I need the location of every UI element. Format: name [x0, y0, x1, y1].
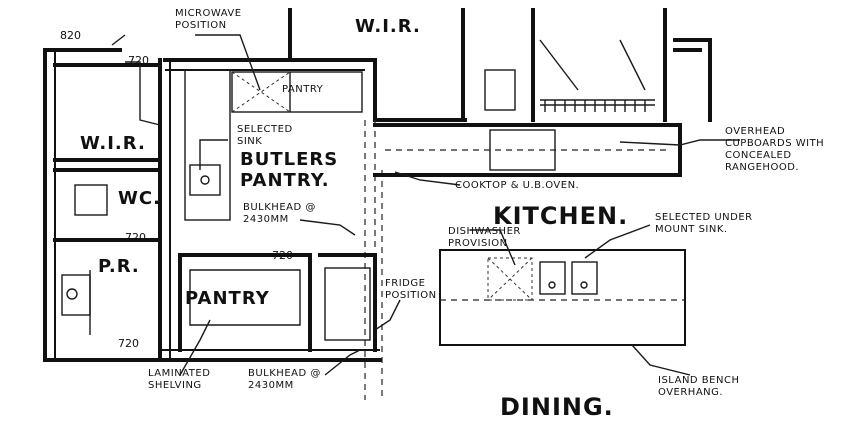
wc-label: WC.	[118, 188, 161, 209]
island-bench-label: ISLAND BENCH OVERHANG.	[658, 375, 740, 398]
dim-720-pantry: 720	[272, 249, 293, 262]
overhead-cupboards-label: OVERHEAD CUPBOARDS WITH CONCEALED RANGEH…	[725, 126, 825, 173]
pantry-label: PANTRY	[185, 288, 270, 309]
fridge-position-label: FRIDGE POSITION	[385, 278, 437, 301]
bulkhead-label-2: BULKHEAD @ 2430MM	[248, 368, 321, 391]
wir-top-label: W.I.R.	[355, 16, 421, 37]
leader-lines	[111, 34, 740, 376]
pr-label: P.R.	[98, 256, 140, 277]
left-rooms	[53, 58, 171, 362]
bulkhead-label-1: BULKHEAD @ 2430MM	[243, 202, 316, 225]
dining-label: DINING.	[500, 393, 614, 421]
butlers-pantry-area	[184, 69, 383, 400]
butlers-pantry-label: BUTLERS PANTRY.	[240, 149, 339, 191]
outer-walls	[43, 8, 712, 362]
dim-820: 820	[60, 29, 81, 42]
selected-undermount-sink-label: SELECTED UNDER MOUNT SINK.	[655, 212, 753, 235]
dim-720-wc: 720	[125, 231, 146, 244]
laminated-shelving-label: LAMINATED SHELVING	[148, 368, 211, 391]
dim-720-top: 720	[128, 54, 149, 67]
kitchen-back-bench	[373, 39, 682, 177]
pantry-area	[178, 253, 377, 352]
microwave-position-label: MICROWAVE POSITION	[175, 8, 242, 31]
selected-sink-label: SELECTED SINK	[237, 124, 293, 147]
pantry-small-label: PANTRY	[282, 84, 324, 95]
island-bench	[439, 249, 686, 346]
cooktop-label: COOKTOP & U.B.OVEN.	[455, 180, 580, 191]
kitchen-label: KITCHEN.	[493, 202, 629, 230]
wir-left-label: W.I.R.	[80, 133, 146, 154]
dim-720-bottom: 720	[118, 337, 139, 350]
dishwasher-label: DISHWASHER PROVISION	[448, 226, 521, 249]
